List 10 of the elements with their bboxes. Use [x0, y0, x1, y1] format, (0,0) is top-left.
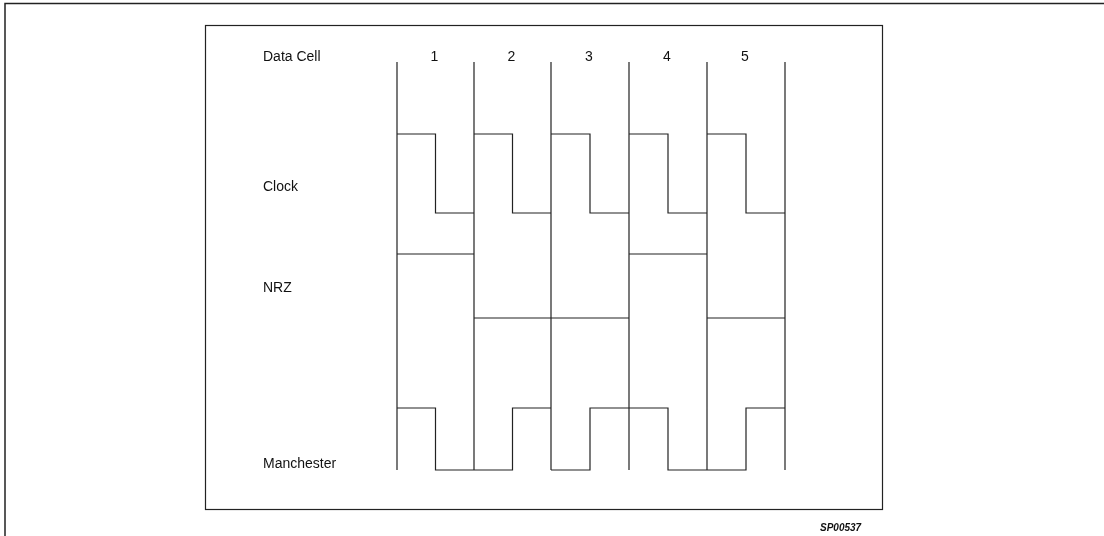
cell-number: 5: [741, 48, 749, 64]
cell-number: 3: [585, 48, 593, 64]
row-label: Data Cell: [263, 48, 321, 64]
figure-id: SP00537: [820, 521, 862, 535]
cell-number: 2: [507, 48, 516, 64]
cell-number: 4: [663, 48, 671, 64]
cell-number: 1: [430, 48, 439, 64]
row-label: NRZ: [263, 279, 292, 295]
row-label: Manchester: [263, 455, 337, 471]
row-label: Clock: [263, 178, 298, 194]
